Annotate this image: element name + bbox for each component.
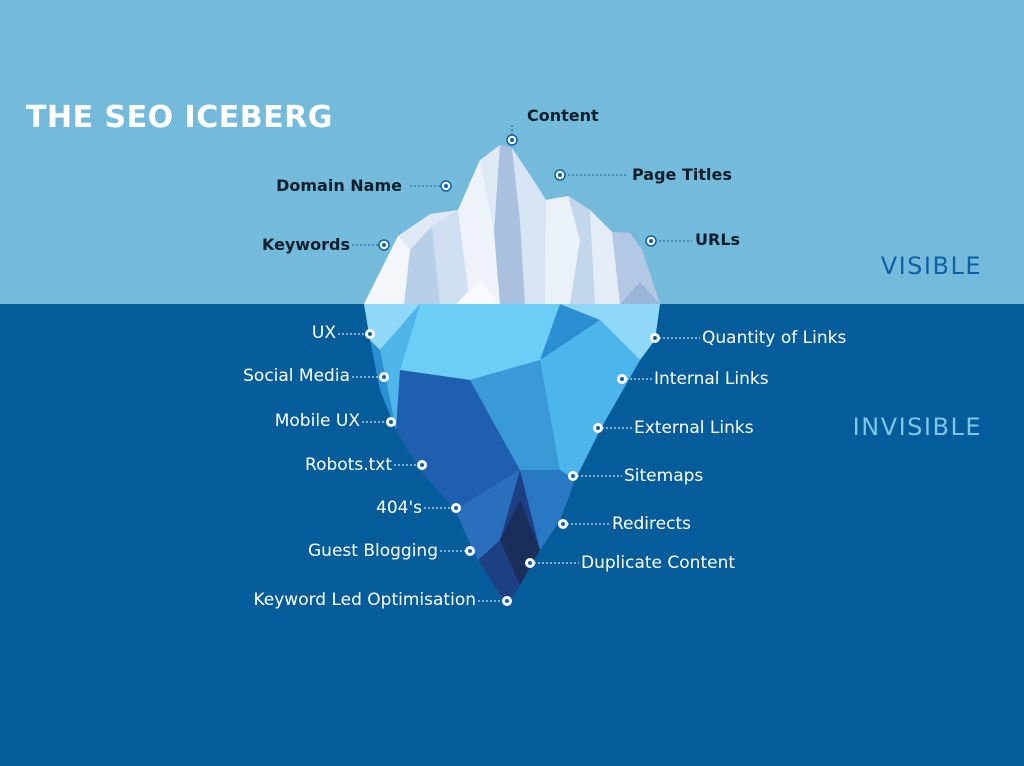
marker-dots-below — [365, 329, 660, 606]
label-mobile-ux: Mobile UX — [274, 411, 360, 431]
visible-zone-label: VISIBLE — [880, 252, 982, 280]
label-urls: URLs — [695, 230, 741, 249]
label-keywords: Keywords — [261, 235, 350, 254]
label-social-media: Social Media — [243, 366, 350, 386]
label-content: Content — [527, 106, 599, 125]
label-404s: 404's — [376, 498, 422, 518]
marker-dots-above — [378, 134, 657, 251]
label-external-links: External Links — [634, 418, 754, 438]
label-duplicate-content: Duplicate Content — [581, 553, 736, 573]
label-ux: UX — [311, 323, 336, 343]
invisible-zone-label: INVISIBLE — [852, 413, 982, 441]
label-sitemaps: Sitemaps — [624, 466, 704, 486]
label-robots-txt: Robots.txt — [305, 455, 392, 475]
page-title: THE SEO ICEBERG — [26, 100, 333, 135]
label-quantity-of-links: Quantity of Links — [702, 328, 847, 348]
label-page-titles: Page Titles — [632, 165, 732, 184]
label-keyword-led-optimisation: Keyword Led Optimisation — [253, 590, 476, 610]
label-domain-name: Domain Name — [276, 176, 402, 195]
iceberg-below-water — [364, 304, 660, 605]
label-guest-blogging: Guest Blogging — [308, 541, 438, 561]
iceberg-above-water — [364, 145, 660, 304]
label-internal-links: Internal Links — [654, 369, 769, 389]
label-redirects: Redirects — [612, 514, 691, 534]
